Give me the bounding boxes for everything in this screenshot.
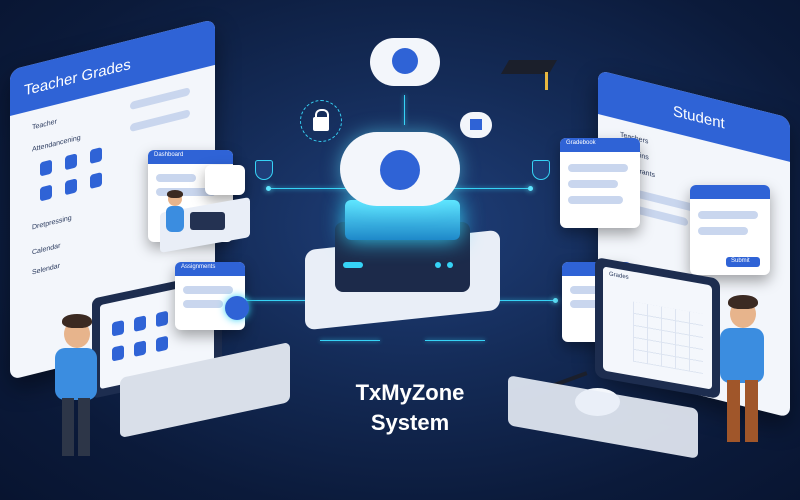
app-icon: [40, 184, 52, 202]
lock-icon: [300, 100, 342, 142]
network-node: [553, 298, 558, 303]
teacher-item: Selendar: [32, 262, 61, 277]
network-line: [450, 188, 530, 189]
row-bar: [568, 180, 618, 188]
network-line: [404, 95, 405, 125]
student-board-title: Student: [673, 102, 725, 133]
server-glow-panel: [345, 200, 460, 240]
title-line-2: System: [370, 410, 450, 435]
row-bar: [156, 188, 216, 196]
network-node: [266, 186, 271, 191]
cloud-upload-icon: [370, 38, 440, 86]
teacher-item: Dretpressing: [32, 214, 72, 232]
app-icon: [112, 345, 124, 362]
teacher-board-title: Teacher Grades: [24, 55, 131, 100]
app-icon: [65, 178, 77, 196]
server-led: [435, 262, 441, 268]
submit-button[interactable]: Submit: [726, 257, 760, 267]
server-led: [447, 262, 453, 268]
app-icon: [40, 159, 52, 177]
row-bar: [568, 196, 623, 204]
app-icon: [156, 310, 168, 328]
network-node: [528, 186, 533, 191]
network-line: [425, 340, 485, 341]
teacher-board-header: Teacher Grades: [10, 18, 215, 117]
title-line-1: TxMyZone: [355, 380, 465, 405]
row-bar: [568, 164, 628, 172]
person-body: [166, 206, 184, 232]
graduation-cap-icon: [500, 60, 558, 74]
teacher-body: [55, 348, 97, 400]
house-shape: [470, 119, 482, 130]
card-title: Dashboard: [154, 152, 184, 158]
submission-card: Submit: [690, 185, 770, 275]
card-title: Gradebook: [566, 140, 596, 146]
lock-shackle: [315, 109, 329, 121]
calendar-grid: [633, 301, 703, 375]
app-icon: [65, 153, 77, 171]
student-body: [720, 328, 764, 383]
teacher-leg: [62, 398, 74, 456]
card-header: [690, 185, 770, 199]
card-header: [148, 150, 233, 164]
network-line: [270, 188, 350, 189]
teacher-hair: [62, 314, 92, 328]
keyboard: [190, 212, 225, 230]
person-hair: [167, 190, 183, 198]
network-line: [245, 300, 340, 301]
app-icon: [134, 340, 146, 357]
card-header: [175, 262, 245, 276]
student-leg: [727, 380, 740, 442]
tablet: Grades: [595, 256, 720, 400]
tablet-title: Grades: [609, 271, 629, 281]
row-bar: [698, 211, 758, 219]
shield-icon: [532, 160, 550, 180]
row-bar: [183, 286, 233, 294]
app-icon: [90, 172, 102, 190]
cloud-badge: [380, 150, 420, 190]
row-bar: [570, 300, 610, 308]
network-line: [320, 340, 380, 341]
teacher-leg: [78, 398, 90, 456]
row-bar: [183, 300, 223, 308]
sync-icon: [225, 296, 249, 320]
house-icon: [460, 112, 492, 138]
student-hair: [728, 295, 758, 309]
teacher-item: Calendar: [32, 242, 61, 257]
gradebook-card: Gradebook: [560, 138, 640, 228]
submit-label: Submit: [731, 258, 750, 264]
tablet-screen: Grades: [603, 266, 712, 390]
app-icon: [90, 147, 102, 165]
network-line: [470, 300, 555, 301]
app-icon: [156, 335, 168, 353]
row-bar: [130, 109, 190, 133]
cap-tassel: [545, 72, 548, 90]
app-icon: [112, 320, 124, 337]
teacher-item: Teacher: [32, 118, 57, 132]
card-header: [560, 138, 640, 152]
teacher-item: Attendancening: [32, 134, 81, 154]
row-bar: [130, 87, 190, 111]
cloud-server-icon: [340, 132, 460, 206]
server-light: [343, 262, 363, 268]
row-bar: [698, 227, 748, 235]
shield-icon: [255, 160, 273, 180]
card-title: Assignments: [181, 264, 216, 270]
upload-badge: [392, 48, 418, 74]
app-icon: [134, 315, 146, 332]
mini-card: [205, 165, 245, 195]
student-leg: [745, 380, 758, 442]
row-bar: [156, 174, 196, 182]
